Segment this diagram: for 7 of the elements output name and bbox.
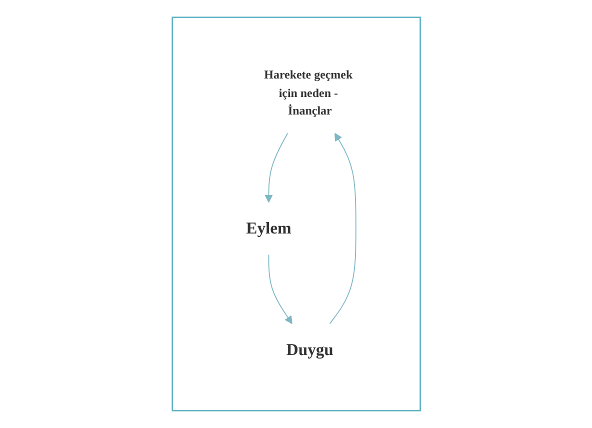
arrow [264,132,288,203]
cluster [171,16,421,412]
arrow [268,254,292,324]
node-text: Harekete geçmek için neden - İnançlar [264,67,352,118]
arrow [328,132,356,324]
node-text: Eylem [246,218,291,238]
node-text: Duygu [286,340,334,359]
